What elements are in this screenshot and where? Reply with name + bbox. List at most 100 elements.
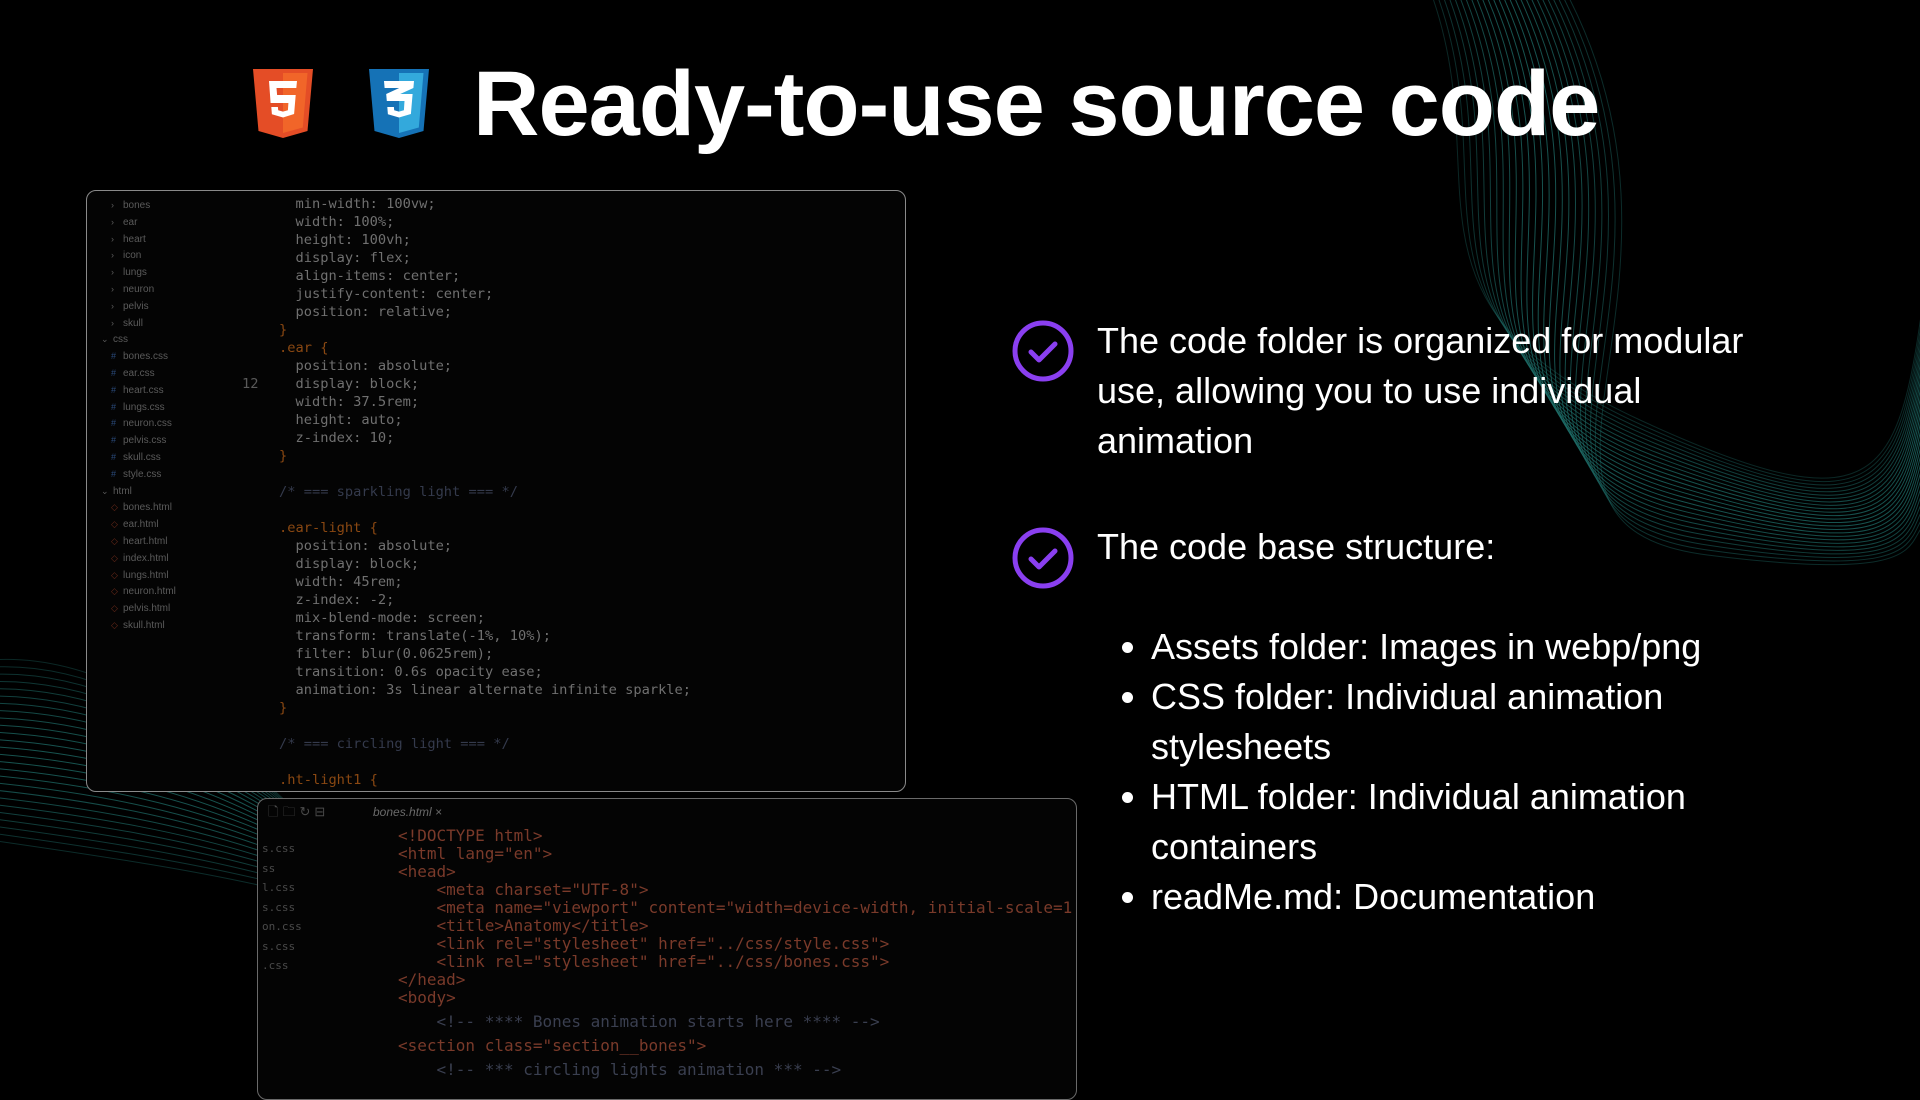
tree-item-label: skull.css	[123, 451, 161, 463]
tree-item[interactable]: ›pelvis	[101, 298, 176, 315]
wave-line	[1525, 0, 1920, 537]
tree-item[interactable]: ◇bones.html	[101, 499, 176, 516]
tree-item[interactable]: ⌄html	[101, 483, 176, 500]
wave-line	[1454, 0, 1920, 493]
code-line: height: 100vh;	[279, 232, 411, 248]
html-file-icon: ◇	[111, 586, 118, 597]
tab-close-icon[interactable]: ×	[435, 805, 443, 819]
tree-item[interactable]: s.css	[262, 900, 296, 914]
css-file-icon: #	[111, 451, 117, 462]
code-line	[279, 465, 691, 483]
tree-item[interactable]: ›lungs	[101, 264, 176, 281]
tree-item-label: bones.css	[123, 351, 169, 363]
html-file-icon: ◇	[111, 519, 118, 530]
tree-item[interactable]: #pelvis.css	[101, 432, 176, 449]
tree-item[interactable]: ◇ neuron.html	[101, 583, 176, 600]
tree-item[interactable]: ›skull	[101, 315, 176, 332]
tree-item-label: heart.html	[123, 535, 168, 547]
tree-item[interactable]: ◇skull.html	[101, 617, 176, 634]
code-line: filter: blur(0.0625rem);	[279, 646, 494, 662]
wave-line	[1471, 0, 1920, 503]
wave-line	[1487, 0, 1920, 513]
tree-item[interactable]: ›icon	[101, 247, 176, 264]
code-line: }	[279, 322, 288, 338]
code-line: <html lang="en">	[398, 844, 553, 863]
list-item: readMe.md: Documentation	[1151, 872, 1751, 922]
tree-item[interactable]: ◇heart.html	[101, 533, 176, 550]
html-file-icon: ◇	[111, 603, 118, 614]
wave-line	[1558, 0, 1920, 558]
tree-item[interactable]: › bones	[101, 197, 176, 214]
tree-item[interactable]: on.css	[262, 920, 302, 933]
html-file-icon: ◇	[111, 619, 118, 630]
html-file-icon: ◇	[111, 502, 118, 513]
css-file-icon: #	[111, 367, 117, 378]
tree-item[interactable]: ›ear	[101, 214, 176, 231]
tree-item[interactable]: ◇lungs.html	[101, 567, 176, 584]
wave-line	[1443, 0, 1920, 486]
wave-line	[1563, 0, 1920, 562]
feature-structure: The code base structure:	[1097, 526, 1496, 567]
explorer-toolbar-icons[interactable]: 🗋🗀↻⊟	[268, 804, 330, 819]
tree-item[interactable]: # skull.css	[101, 449, 176, 466]
wave-line	[1504, 0, 1920, 523]
code-line: width: 100%;	[279, 214, 395, 230]
wave-line	[1498, 0, 1920, 520]
chevron-right-icon: ›	[111, 283, 114, 294]
tree-item[interactable]: #style.css	[101, 466, 176, 483]
tree-item[interactable]: #heart.css	[101, 382, 176, 399]
tree-item[interactable]: ›neuron	[101, 281, 176, 298]
code-line: <head>	[398, 862, 456, 881]
tree-item-label: style.css	[123, 468, 162, 480]
tree-item[interactable]: #bones.css	[101, 348, 176, 365]
wave-line	[1438, 0, 1920, 483]
wave-line	[1547, 0, 1920, 551]
code-line: <meta name="viewport" content="width=dev…	[398, 898, 1073, 917]
tree-item[interactable]: ⌄css	[101, 331, 176, 348]
code-line: z-index: -2;	[279, 592, 395, 608]
code-line: position: relative;	[279, 304, 453, 320]
tree-item[interactable]: #neuron.css	[101, 415, 176, 432]
tree-item[interactable]: ›heart	[101, 231, 176, 248]
tree-item-label: html	[113, 485, 132, 497]
code-line	[279, 717, 691, 735]
tree-item[interactable]: l.css	[262, 881, 296, 894]
tree-item[interactable]: #ear.css	[101, 365, 176, 382]
code-line: mix-blend-mode: screen;	[279, 610, 486, 626]
tree-item[interactable]: ss	[262, 861, 276, 875]
code-line: align-items: center;	[279, 268, 461, 284]
list-item: HTML folder: Individual animation contai…	[1151, 772, 1751, 872]
wave-line	[1536, 0, 1920, 544]
tree-item[interactable]: #lungs.css	[101, 399, 176, 416]
tree-item[interactable]: ◇index.html	[101, 550, 176, 567]
editor-tab-bones-html[interactable]: bones.html ×	[373, 803, 442, 821]
wave-line	[1476, 0, 1920, 506]
css-code: min-width: 100vw; width: 100%; height: 1…	[279, 195, 691, 789]
feature-modular: The code folder is organized for modular…	[1097, 320, 1744, 461]
wave-line	[1432, 0, 1920, 479]
code-line: width: 45rem;	[279, 574, 403, 590]
tree-item-label: neuron.html	[123, 586, 176, 598]
tree-item[interactable]: .css	[262, 959, 289, 972]
chevron-right-icon: ›	[111, 200, 114, 210]
code-line: <link rel="stylesheet" href="../css/styl…	[398, 934, 890, 953]
tree-item[interactable]: s.css	[262, 842, 296, 855]
code-line: z-index: 10;	[279, 430, 395, 446]
tab-label: bones.html	[373, 805, 432, 819]
tree-item-label: heart.css	[123, 384, 164, 396]
tree-item[interactable]: ◇pelvis.html	[101, 600, 176, 617]
tree-item-label: lungs	[123, 267, 147, 279]
code-line: <link rel="stylesheet" href="../css/bone…	[398, 952, 890, 971]
code-line: width: 37.5rem;	[279, 394, 420, 410]
page-title: Ready-to-use source code	[473, 53, 1600, 155]
code-line: .ear {	[279, 340, 329, 356]
code-line: transition: 0.6s opacity ease;	[279, 664, 543, 680]
code-line: transform: translate(-1%, 10%);	[279, 628, 551, 644]
html-code: <!DOCTYPE html><html lang="en"><head> <m…	[398, 827, 1072, 1079]
tree-item-label: bones	[123, 200, 151, 211]
tree-item[interactable]: ◇ear.html	[101, 516, 176, 533]
chevron-right-icon: ›	[111, 233, 114, 244]
html5-logo	[253, 69, 313, 138]
line-number: 12	[242, 376, 259, 392]
tree-item[interactable]: s.css	[262, 939, 296, 953]
